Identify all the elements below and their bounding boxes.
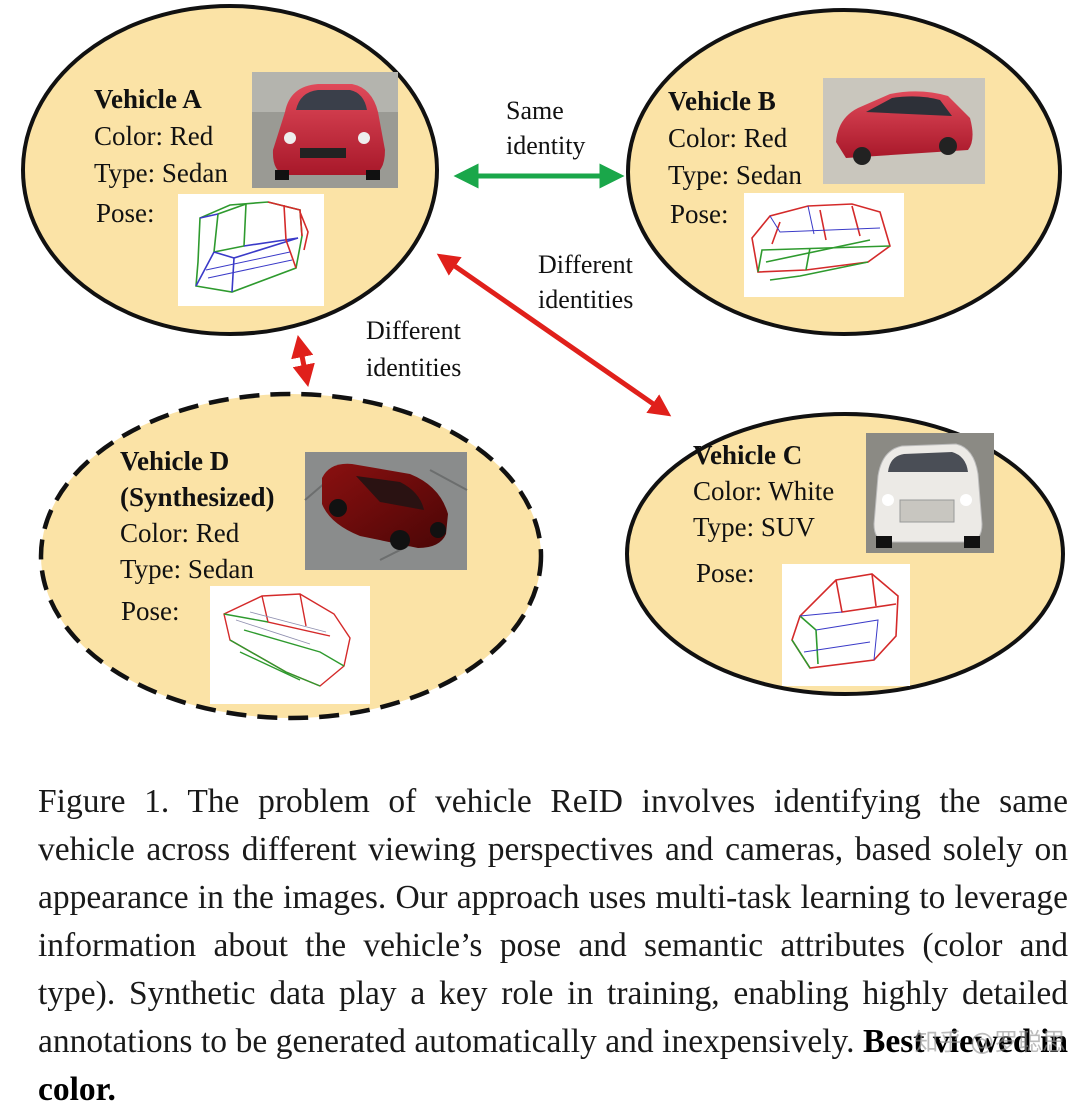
vehicle-d-pose-wireframe <box>210 586 370 704</box>
vehicle-b-type: Type: Sedan <box>668 160 802 190</box>
same-identity-label-line2: identity <box>506 131 585 160</box>
vehicle-b-color: Color: Red <box>668 123 788 153</box>
red-sedan-photo-icon <box>823 78 985 184</box>
different-identities-ac-label-line1: Different <box>538 250 634 279</box>
vehicle-d-title-line2: (Synthesized) <box>120 482 275 512</box>
white-suv-photo-icon <box>866 433 994 553</box>
vehicle-a-node: Vehicle A Color: Red Type: Sedan Pose: <box>21 4 439 336</box>
red-sedan-photo-icon <box>252 72 398 188</box>
vehicle-a-title: Vehicle A <box>94 84 202 114</box>
same-identity-label-line1: Same <box>506 96 564 125</box>
vehicle-c-color: Color: White <box>693 476 834 506</box>
different-identities-arrow-a-c: Different identities <box>436 250 672 417</box>
vehicle-a-pose-wireframe <box>178 194 324 306</box>
vehicle-a-color: Color: Red <box>94 121 214 151</box>
vehicle-c-node: Vehicle C Color: White Type: SUV Pose: <box>625 412 1065 696</box>
figure-caption: Figure 1. The problem of vehicle ReID in… <box>38 778 1068 1114</box>
same-identity-arrow: Same identity <box>453 96 625 189</box>
vehicle-reid-figure: Vehicle A Color: Red Type: Sedan Pose: <box>21 4 1065 721</box>
synthetic-red-sedan-render-icon <box>304 452 468 570</box>
different-identities-ad-label-line1: Different <box>366 316 462 345</box>
vehicle-c-type: Type: SUV <box>693 512 815 542</box>
vehicle-a-type: Type: Sedan <box>94 158 228 188</box>
vehicle-b-pose-wireframe <box>744 193 904 297</box>
different-identities-ad-label-line2: identities <box>366 353 461 382</box>
vehicle-d-color: Color: Red <box>120 518 240 548</box>
vehicle-d-node: Vehicle D (Synthesized) Color: Red Type:… <box>38 391 544 721</box>
vehicle-b-title: Vehicle B <box>668 86 776 116</box>
vehicle-c-pose-wireframe <box>782 564 910 686</box>
caption-text: Figure 1. The problem of vehicle ReID in… <box>38 783 1068 1060</box>
vehicle-b-pose-label: Pose: <box>670 199 729 229</box>
vehicle-b-node: Vehicle B Color: Red Type: Sedan Pose: <box>626 8 1062 336</box>
different-identities-ac-label-line2: identities <box>538 285 633 314</box>
vehicle-a-pose-label: Pose: <box>96 198 155 228</box>
watermark: 知乎 @罗聪思 <box>914 1028 1066 1056</box>
vehicle-d-pose-label: Pose: <box>121 596 180 626</box>
vehicle-d-type: Type: Sedan <box>120 554 254 584</box>
vehicle-c-title: Vehicle C <box>693 440 802 470</box>
vehicle-c-pose-label: Pose: <box>696 558 755 588</box>
vehicle-d-title-line1: Vehicle D <box>120 446 229 476</box>
caption-emphasis: Best viewed in color. <box>38 1023 1069 1108</box>
different-identities-arrow-a-d: Different identities <box>291 316 462 388</box>
